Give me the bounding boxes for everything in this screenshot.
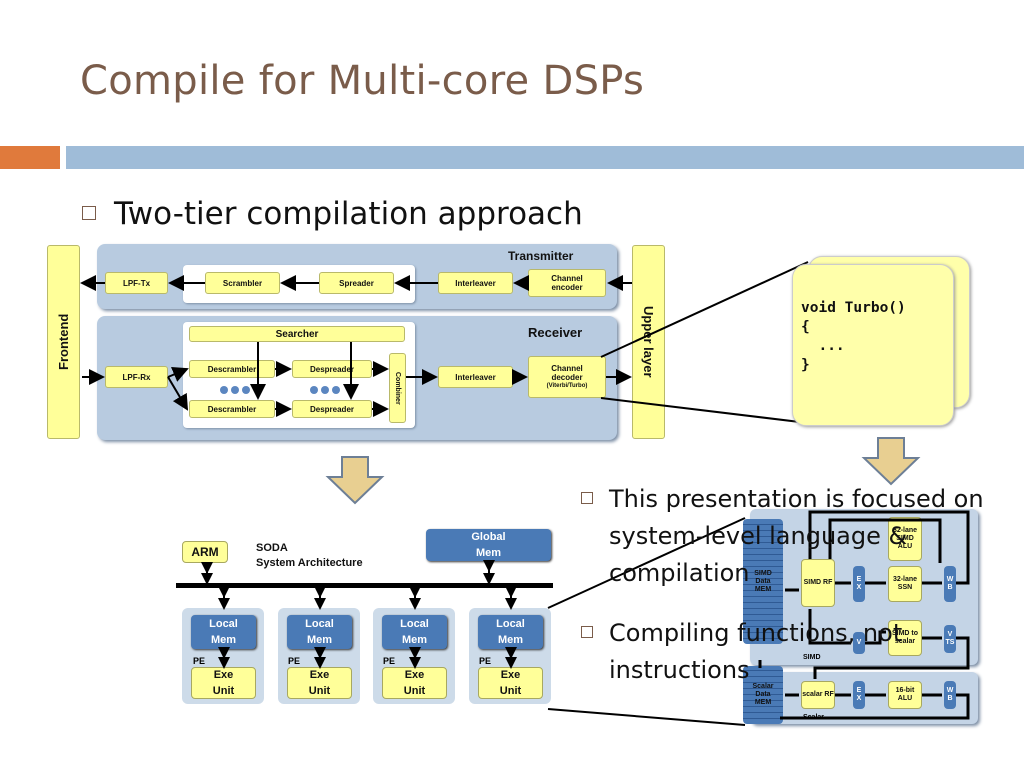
- exe-unit-4: Exe Unit: [478, 667, 543, 699]
- wb-stage-simd: W B: [944, 566, 956, 602]
- vts-stage: V TS: [944, 625, 956, 653]
- local-mem-1: Local Mem: [191, 615, 256, 649]
- soda-caption: SODA System Architecture: [256, 541, 363, 571]
- simd-label: SIMD: [803, 654, 821, 661]
- simd-ssn: 32-lane SSN: [888, 566, 922, 602]
- accent-bar-orange: [0, 146, 60, 169]
- dot-icon: [220, 386, 228, 394]
- wb-stage-scalar: W B: [944, 681, 956, 709]
- scalar-alu: 16-bit ALU: [888, 681, 922, 709]
- arm-block: ARM: [182, 541, 228, 563]
- code-line-3: ...: [801, 338, 845, 354]
- soda-label: SODA: [256, 542, 288, 554]
- code-block: void Turbo() { ...}: [801, 299, 906, 375]
- main-bullet-text: Two-tier compilation approach: [114, 196, 583, 232]
- sub-bullet-2: Compiling functions, not instructions: [581, 615, 1011, 689]
- descrambler-block-2: Descrambler: [189, 400, 275, 418]
- code-card-front: void Turbo() { ...}: [792, 264, 954, 426]
- channel-decoder-block: Channel decoder (Viterbi/Turbo): [528, 356, 606, 398]
- descrambler-block-1: Descrambler: [189, 360, 275, 378]
- spreader-block: Spreader: [319, 272, 394, 294]
- tx-interleaver-block: Interleaver: [438, 272, 513, 294]
- transmitter-label: Transmitter: [508, 249, 574, 263]
- dot-icon: [310, 386, 318, 394]
- decoder-line-1: Channel: [551, 363, 583, 373]
- code-line-4: }: [801, 357, 810, 373]
- upper-layer-label: Upper layer: [641, 306, 656, 378]
- exe-unit-3: Exe Unit: [382, 667, 447, 699]
- scalar-rf: scalar RF: [801, 681, 835, 709]
- decoder-line-2: decoder: [551, 372, 583, 382]
- soda-sublabel: System Architecture: [256, 557, 363, 569]
- code-line-2: {: [801, 319, 810, 335]
- ex-stage-scalar: E X: [853, 681, 865, 709]
- sub-bullet-1: This presentation is focused on system-l…: [581, 481, 1011, 592]
- rx-interleaver-block: Interleaver: [438, 366, 513, 388]
- local-mem-2: Local Mem: [287, 615, 352, 649]
- bullet-square-icon: [581, 626, 593, 638]
- simd-alu: 32-lane SIMD ALU: [888, 517, 922, 561]
- ex-stage-simd: E X: [853, 566, 865, 602]
- pe-label-4: PE: [479, 656, 492, 666]
- despreader-block-2: Despreader: [292, 400, 372, 418]
- scalar-data-mem: Scalar Data MEM: [743, 666, 783, 724]
- down-arrow-icon: [861, 437, 921, 486]
- decoder-line-3: (Viterbi/Turbo): [546, 382, 588, 389]
- channel-encoder-block: Channel encoder: [528, 269, 606, 297]
- down-arrow-icon: [325, 456, 385, 505]
- main-bullet: Two-tier compilation approach: [82, 196, 583, 232]
- pe-label-1: PE: [193, 656, 206, 666]
- simd-to-scalar: SIMD to scalar: [888, 620, 922, 656]
- bullet-square-icon: [581, 492, 593, 504]
- local-mem-4: Local Mem: [478, 615, 543, 649]
- slide-title: Compile for Multi-core DSPs: [80, 58, 645, 104]
- local-mem-3: Local Mem: [382, 615, 447, 649]
- simd-data-mem: SIMD Data MEM: [743, 519, 783, 644]
- global-mem-block: Global Mem: [426, 529, 551, 561]
- bullet-square-icon: [82, 206, 96, 220]
- combiner-block: Combiner: [389, 353, 406, 423]
- lpf-rx-block: LPF-Rx: [105, 366, 168, 388]
- scrambler-block: Scrambler: [205, 272, 280, 294]
- system-bus: [176, 583, 553, 588]
- sub-bullet-1-text: This presentation is focused on system-l…: [609, 485, 984, 587]
- v-stage: V: [853, 632, 865, 654]
- accent-bar-blue: [66, 146, 1024, 169]
- receiver-label: Receiver: [528, 325, 583, 340]
- sub-bullet-2-text: Compiling functions, not instructions: [609, 619, 903, 684]
- dot-icon: [242, 386, 250, 394]
- pe-label-3: PE: [383, 656, 396, 666]
- pe-label-2: PE: [288, 656, 301, 666]
- upper-layer-block: Upper layer: [632, 245, 665, 439]
- dot-icon: [321, 386, 329, 394]
- simd-rf: SIMD RF: [801, 559, 835, 607]
- dot-icon: [332, 386, 340, 394]
- code-line-1: void Turbo(): [801, 300, 906, 316]
- dot-icon: [231, 386, 239, 394]
- lpf-tx-block: LPF-Tx: [105, 272, 168, 294]
- searcher-block: Searcher: [189, 326, 405, 342]
